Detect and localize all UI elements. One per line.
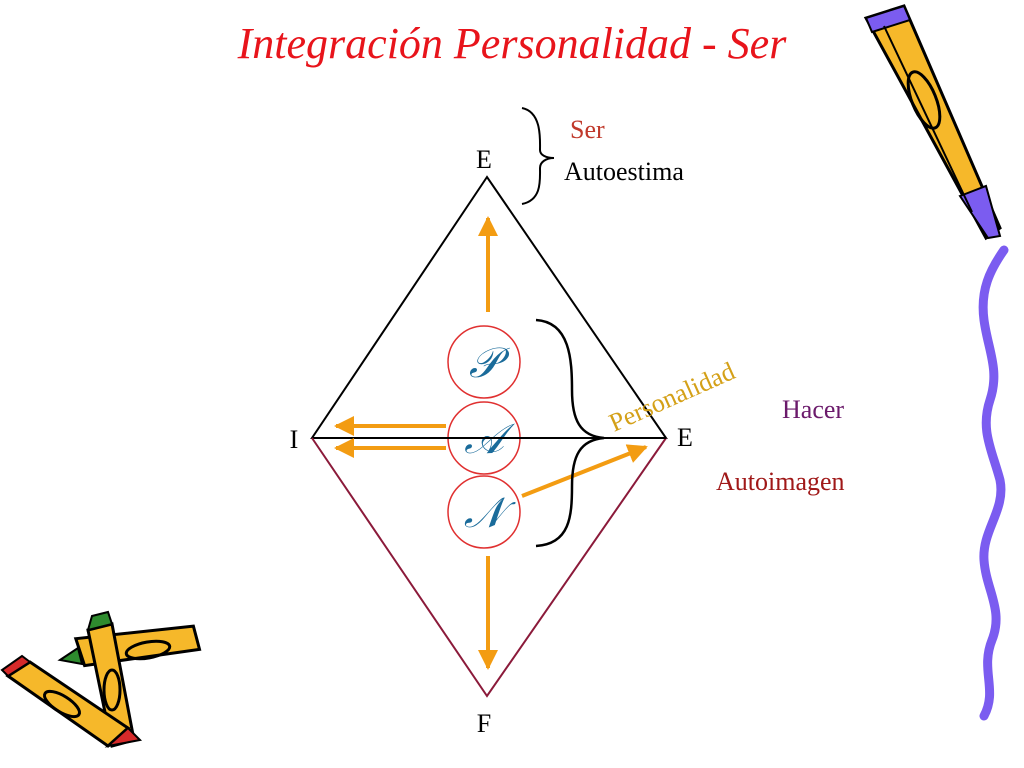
- vertex-bottom-label: F: [477, 709, 491, 738]
- vertex-top-label: E: [476, 145, 492, 174]
- crayons-icon: [0, 610, 202, 748]
- lower-triangle: [311, 437, 667, 698]
- arrow-diagonal: [521, 444, 648, 498]
- ser-label: Ser: [570, 115, 605, 144]
- personalidad-label: Personalidad: [605, 356, 739, 437]
- squiggle-line: [978, 245, 1009, 721]
- circle-p: 𝒫: [447, 325, 521, 399]
- personalidad-brace: [535, 318, 605, 548]
- circle-n: 𝒩: [447, 475, 521, 549]
- hacer-label: Hacer: [782, 395, 844, 424]
- autoestima-label: Autoestima: [564, 157, 684, 186]
- vertex-right-label: E: [677, 423, 693, 452]
- ser-brace: [521, 107, 555, 205]
- pencil-icon: [863, 4, 1002, 241]
- autoimagen-label: Autoimagen: [716, 467, 845, 496]
- vertex-left-label: I: [290, 425, 299, 454]
- slide-title: Integración Personalidad - Ser: [237, 19, 788, 68]
